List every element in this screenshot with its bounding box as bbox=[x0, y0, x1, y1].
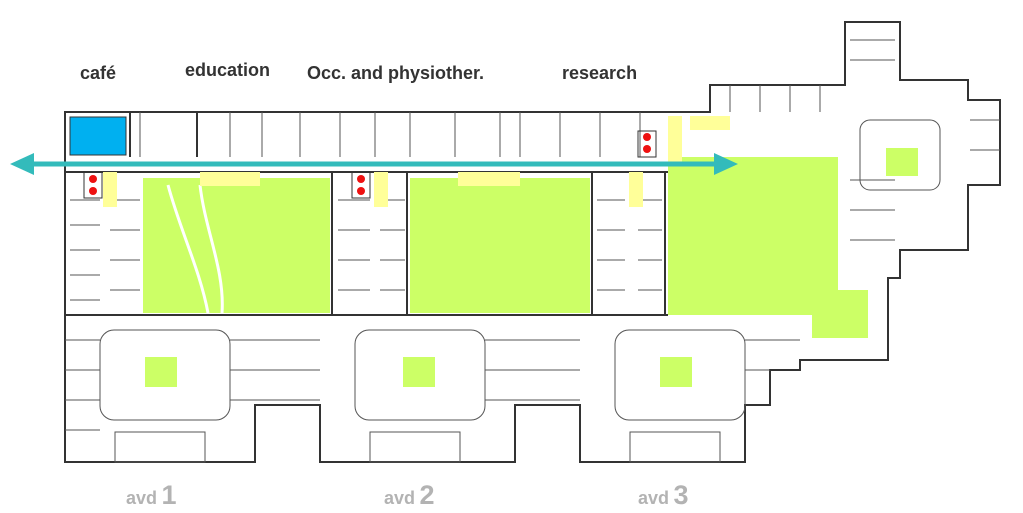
courtyard-2 bbox=[410, 178, 590, 313]
label-cafe: café bbox=[80, 63, 117, 83]
wing-prefix: avd bbox=[126, 488, 158, 508]
atrium-2 bbox=[403, 357, 435, 387]
wing-label-3: avd 3 bbox=[638, 480, 689, 511]
courtyards bbox=[143, 148, 918, 387]
atrium-4 bbox=[886, 148, 918, 176]
room-partitions bbox=[65, 39, 1000, 463]
wing-prefix: avd bbox=[638, 488, 670, 508]
corridor-highlights bbox=[103, 116, 730, 207]
courtyard-3 bbox=[668, 157, 868, 338]
wing-label-1: avd 1 bbox=[126, 480, 177, 511]
wing-number: 2 bbox=[419, 480, 435, 510]
wing-label-2: avd 2 bbox=[384, 480, 435, 511]
label-occ-physio: Occ. and physiother. bbox=[307, 63, 485, 83]
cafe-area bbox=[69, 116, 127, 156]
courtyard-paths bbox=[166, 184, 224, 314]
atrium-1 bbox=[145, 357, 177, 387]
courtyard-1 bbox=[143, 178, 330, 313]
wing-number: 3 bbox=[673, 480, 689, 510]
wing-prefix: avd bbox=[384, 488, 416, 508]
red-dot-marker-icon bbox=[83, 130, 657, 199]
wing-number: 1 bbox=[161, 480, 177, 510]
label-research: research bbox=[562, 63, 638, 83]
label-education: education bbox=[185, 60, 271, 80]
atrium-3 bbox=[660, 357, 692, 387]
double-arrow-icon bbox=[10, 153, 738, 175]
